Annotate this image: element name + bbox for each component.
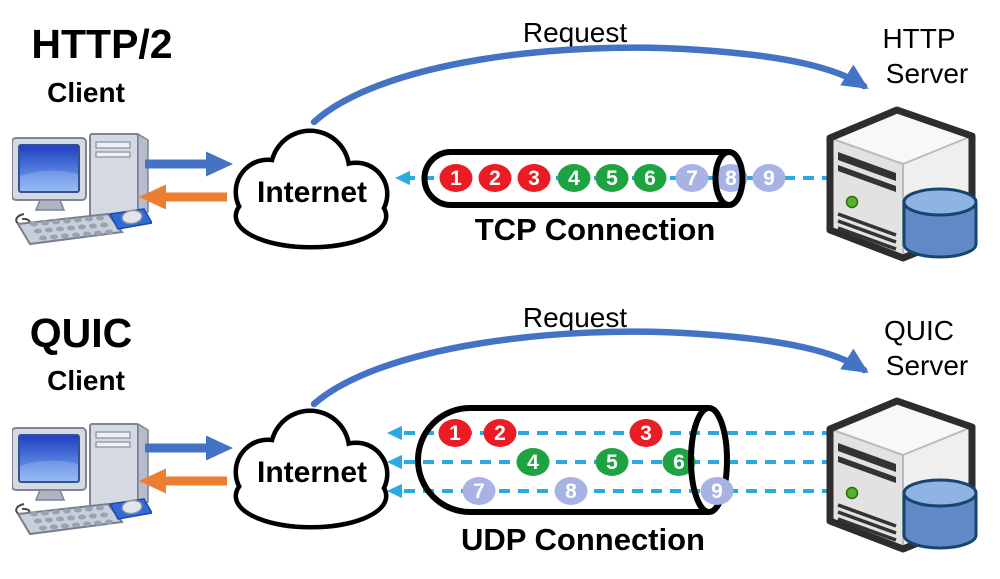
http2-client-computer-icon xyxy=(12,133,152,245)
quic-section: QUIC Client Request 1 2 3 4 5 6 7 8 9 UD… xyxy=(12,302,976,557)
packet-shape xyxy=(517,164,551,192)
packet-number: 2 xyxy=(494,422,506,445)
packet-number: 4 xyxy=(527,451,539,474)
packet-number: 6 xyxy=(673,451,685,474)
packet: 8 xyxy=(554,477,588,505)
http2-request-label: Request xyxy=(523,17,628,48)
packet-shape xyxy=(478,164,512,192)
packet-number: 6 xyxy=(644,167,656,190)
packet: 6 xyxy=(633,164,667,192)
packet-number: 9 xyxy=(763,167,775,190)
quic-server-label-line2: Server xyxy=(886,350,968,381)
quic-client-computer-icon xyxy=(12,423,152,535)
client-to-internet-arrow-icon xyxy=(145,435,233,461)
packet: 7 xyxy=(462,477,496,505)
packet-shape xyxy=(629,419,663,447)
http2-client-label: Client xyxy=(47,77,125,108)
http2-section: HTTP/2 Client Request 1 2 3 4 5 6 7 8 9 … xyxy=(12,17,976,258)
packet-shape xyxy=(439,164,473,192)
udp-packets: 1 2 3 4 5 6 7 8 xyxy=(438,419,696,505)
packet: 4 xyxy=(557,164,591,192)
tcp-pipe-mouth xyxy=(712,149,746,208)
packet-number: 7 xyxy=(473,480,485,503)
packet-number: 7 xyxy=(686,167,698,190)
packet: 9 xyxy=(700,477,734,505)
quic-title: QUIC xyxy=(30,310,133,356)
tcp-connection-label: TCP Connection xyxy=(475,212,716,247)
packet-shape xyxy=(700,477,734,505)
packet-shape xyxy=(438,419,472,447)
http-server-icon xyxy=(830,110,976,258)
packet: 2 xyxy=(478,164,512,192)
packet-shape xyxy=(752,164,786,192)
packet-number: 3 xyxy=(528,167,540,190)
packet-number: 9 xyxy=(711,480,723,503)
http2-title: HTTP/2 xyxy=(31,21,172,67)
http2-request-arrow-icon xyxy=(310,44,869,126)
quic-internet-label: Internet xyxy=(257,456,367,489)
quic-server-label-line1: QUIC xyxy=(884,315,954,346)
internet-to-client-arrow-icon xyxy=(139,184,227,210)
packet-shape xyxy=(462,477,496,505)
quic-server-icon xyxy=(830,401,976,549)
packet-shape xyxy=(516,448,550,476)
packet: 3 xyxy=(517,164,551,192)
packet-number: 5 xyxy=(606,167,618,190)
packet-shape xyxy=(554,477,588,505)
packet-number: 3 xyxy=(640,422,652,445)
packet-shape xyxy=(557,164,591,192)
packet: 5 xyxy=(595,164,629,192)
packet: 4 xyxy=(516,448,550,476)
packet: 3 xyxy=(629,419,663,447)
packet-shape xyxy=(595,448,629,476)
udp-connection-label: UDP Connection xyxy=(461,522,705,557)
packet-shape xyxy=(595,164,629,192)
udp-pipe xyxy=(415,405,709,515)
tcp-pipe xyxy=(421,149,729,208)
internet-to-client-arrow-icon xyxy=(139,468,227,494)
packet-shape xyxy=(483,419,517,447)
packet-shape xyxy=(675,164,709,192)
packet: 1 xyxy=(439,164,473,192)
http-server-label-line1: HTTP xyxy=(882,23,955,54)
packet-number: 1 xyxy=(450,167,462,190)
packet-number: 5 xyxy=(606,451,618,474)
packet: 1 xyxy=(438,419,472,447)
packet: 9 xyxy=(752,164,786,192)
packet-number: 1 xyxy=(449,422,461,445)
quic-request-arrow-icon xyxy=(310,328,869,408)
packet-number: 4 xyxy=(568,167,580,190)
udp-pipe-mouth xyxy=(688,405,730,515)
http2-internet-label: Internet xyxy=(257,176,367,209)
packet: 6 xyxy=(662,448,696,476)
packet-shape xyxy=(662,448,696,476)
packet: 5 xyxy=(595,448,629,476)
packet-shape xyxy=(633,164,667,192)
tcp-packets: 1 2 3 4 5 6 7 8 9 xyxy=(439,164,786,192)
packet-number: 8 xyxy=(725,167,737,190)
quic-request-label: Request xyxy=(523,302,628,333)
client-to-internet-arrow-icon xyxy=(145,151,233,177)
quic-client-label: Client xyxy=(47,365,125,396)
packet: 2 xyxy=(483,419,517,447)
packet: 7 xyxy=(675,164,709,192)
http-server-label-line2: Server xyxy=(886,58,968,89)
packet-number: 2 xyxy=(489,167,501,190)
packet-number: 8 xyxy=(565,480,577,503)
